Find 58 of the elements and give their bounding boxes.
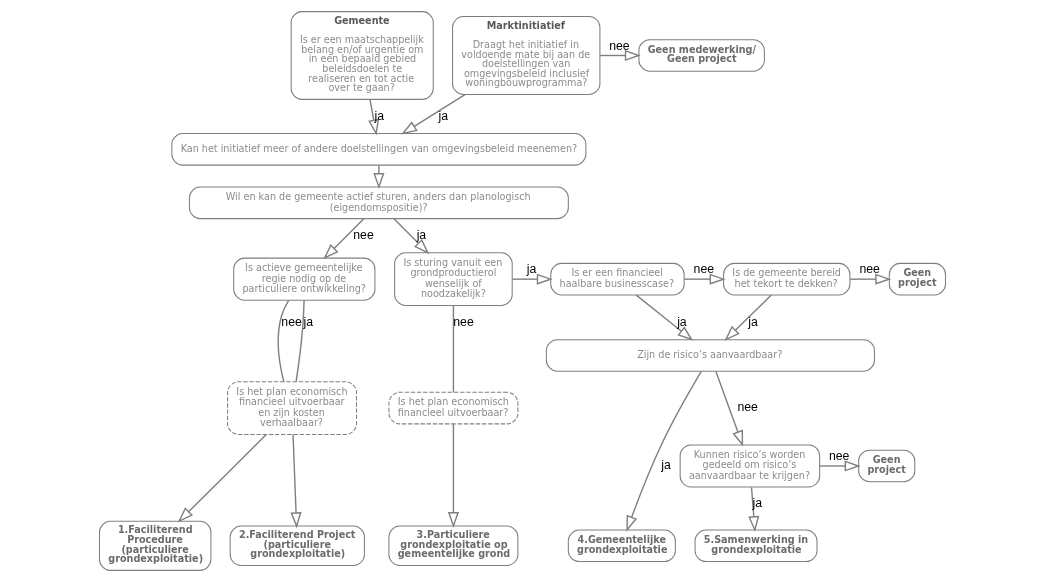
edge-label: ja — [302, 314, 313, 329]
arrow — [392, 218, 429, 255]
arrow — [714, 370, 743, 447]
node-box: Is het plan economisch financieel uitvoerbaar en zijn kosten verhaalbaar? — [226, 381, 357, 435]
node-box: Geen project — [888, 262, 946, 296]
arrow — [747, 486, 759, 533]
node-box: 1.Faciliterend Procedure (particuliere grondexploitatie) — [98, 520, 211, 571]
connector — [277, 299, 289, 383]
node-box: Marktinitiatief Draagt het initiatief in voldoende mate bij aan de doelstellingen van omgevingsbeleid inclusief woningbouwprogramma? — [451, 15, 600, 96]
arrow — [177, 433, 267, 523]
connector — [452, 305, 454, 393]
edge-label: ja — [438, 108, 448, 123]
arrow — [372, 164, 384, 189]
arrow — [723, 294, 772, 341]
node-box: Is het plan economisch financieel uitvoerbaar? — [387, 391, 518, 425]
arrow — [367, 98, 379, 136]
node-box: Kan het initiatief meer of andere doelstellingen van omgevingsbeleid meenemen? — [170, 133, 586, 166]
node-box: Geen project — [857, 449, 915, 483]
node-box: Wil en kan de gemeente actief sturen, anders dan planologisch (eigendomspositie)? — [188, 186, 569, 220]
edge-label: nee — [452, 314, 474, 329]
edge-label: ja — [752, 496, 762, 511]
arrow — [511, 273, 553, 285]
arrow — [635, 294, 693, 341]
edge-label: nee — [352, 227, 374, 242]
arrow — [400, 93, 466, 135]
arrow — [818, 460, 861, 472]
arrow — [598, 49, 641, 62]
edge-label: nee — [608, 38, 630, 53]
arrow — [682, 273, 726, 285]
node-box: 4.Gemeentelijke grondexploitatie — [567, 529, 676, 563]
edge-label: ja — [660, 458, 671, 473]
node-box: 2.Faciliterend Project (particuliere grondexploitatie) — [229, 525, 365, 567]
edge-label: ja — [416, 227, 426, 242]
node-box: Gemeente Is er een maatschappelijk belang en/of urgentie om in een bepaald gebied beleidsdoelen te realiseren en tot actie over te gaan? — [290, 11, 434, 100]
arrow — [322, 218, 364, 260]
edge-label: ja — [526, 262, 536, 277]
node-box: Kunnen risico’s worden gedeeld om risico’s aanvaardbaar te krijgen? — [679, 444, 820, 488]
edge-label: nee — [736, 400, 758, 415]
arrow — [447, 423, 459, 528]
arrow — [625, 370, 702, 532]
node-box: Zijn de risico’s aanvaardbaar? — [545, 339, 875, 372]
edge-label: nee — [280, 314, 302, 329]
edge-label: nee — [858, 262, 880, 277]
node-box: Geen medewerking/ Geen project — [637, 39, 765, 72]
node-box: Is de gemeente bereid het tekort te dekken? — [722, 262, 850, 296]
edge-label: nee — [693, 262, 714, 277]
connector — [294, 299, 305, 383]
arrow — [289, 433, 302, 529]
node-box: Is sturing vanuit een grondproductierol wenselijk of noodzakelijk? — [393, 252, 513, 306]
node-box: 5.Samenwerking in grondexploitatie — [694, 529, 817, 563]
node-box: Is actieve gemeentelijke regie nodig op de particuliere ontwikkeling? — [232, 257, 375, 301]
node-box: 3.Particuliere grondexploitatie op gemeentelijke grond — [387, 525, 518, 567]
edge-label: ja — [747, 314, 758, 329]
node-box: Is er een financieel haalbare businesscase? — [549, 262, 685, 296]
edge-label: ja — [374, 108, 384, 123]
edge-label: nee — [828, 449, 849, 464]
arrow — [848, 273, 891, 285]
edge-label: ja — [676, 314, 687, 329]
